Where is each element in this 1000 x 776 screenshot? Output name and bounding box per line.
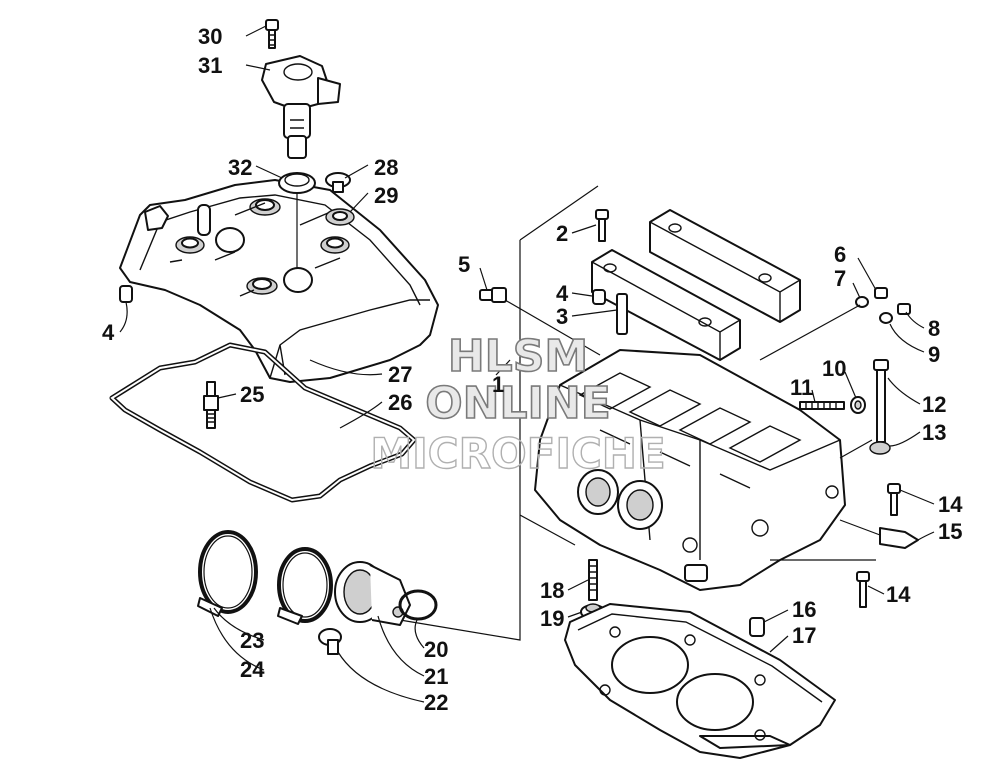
watermark-line3: MICROFICHE xyxy=(370,429,665,478)
boot-bolt xyxy=(318,628,342,655)
watermark-line1: HLSM xyxy=(448,331,588,382)
spark-plug xyxy=(203,381,219,429)
callout-11: 11 xyxy=(790,375,813,400)
callout-1: 1 xyxy=(492,372,504,397)
callout-32: 32 xyxy=(228,155,252,180)
callout-2: 2 xyxy=(556,221,568,246)
washer-7 xyxy=(855,296,869,308)
breather-fitting xyxy=(479,287,601,356)
cover-washer xyxy=(325,208,355,226)
watermark: HLSM ONLINE MICROFICHE xyxy=(370,330,667,479)
cylinder-head xyxy=(534,349,846,591)
callout-9: 9 xyxy=(928,342,940,367)
callout-4-center: 4 xyxy=(556,281,569,306)
callout-8: 8 xyxy=(928,316,940,341)
valve-cover xyxy=(119,179,439,383)
callout-18: 18 xyxy=(540,578,564,603)
callout-7: 7 xyxy=(834,266,846,291)
nut-10 xyxy=(850,396,866,414)
head-bolt xyxy=(873,359,889,443)
coil-bolt xyxy=(265,19,279,49)
dowel-pin xyxy=(119,285,133,303)
small-bolt-8 xyxy=(897,303,911,315)
group-bracket xyxy=(399,185,599,641)
callout-6: 6 xyxy=(834,242,846,267)
leader-lines xyxy=(119,25,935,703)
coil-seal xyxy=(278,172,316,268)
callout-4-left: 4 xyxy=(102,320,115,345)
callout-27: 27 xyxy=(388,362,412,387)
intake-clamp-23 xyxy=(277,547,333,625)
stud-11 xyxy=(799,401,845,410)
stud-18 xyxy=(588,559,598,601)
callout-10: 10 xyxy=(822,356,846,381)
callout-24: 24 xyxy=(240,657,265,682)
washer-9 xyxy=(879,312,893,324)
head-gasket xyxy=(564,603,836,759)
callout-16: 16 xyxy=(792,597,816,622)
callout-5: 5 xyxy=(458,252,470,277)
callout-22: 22 xyxy=(424,690,448,715)
head-bolt-washer xyxy=(869,441,891,455)
camshaft-caps xyxy=(591,209,801,361)
dowel-16 xyxy=(749,617,765,637)
ignition-coil xyxy=(261,55,341,159)
cam-dowel xyxy=(592,289,606,305)
callout-17: 17 xyxy=(792,623,816,648)
callout-28: 28 xyxy=(374,155,398,180)
callout-12: 12 xyxy=(922,392,946,417)
callout-20: 20 xyxy=(424,637,448,662)
cam-sleeve xyxy=(616,293,628,335)
callouts: 30 31 32 28 29 4 27 25 26 2 5 4 3 1 6 7 … xyxy=(102,24,963,715)
watermark-line2: ONLINE xyxy=(425,378,611,429)
callout-19: 19 xyxy=(540,606,564,631)
bracket-bolt-upper xyxy=(887,483,901,516)
callout-25: 25 xyxy=(240,382,264,407)
callout-31: 31 xyxy=(198,53,222,78)
callout-14-upper: 14 xyxy=(938,492,963,517)
callout-30: 30 xyxy=(198,24,222,49)
cam-cap-bolt xyxy=(595,209,609,242)
callout-13: 13 xyxy=(922,420,946,445)
intake-clamp-24 xyxy=(197,530,258,617)
bracket-15 xyxy=(879,527,919,549)
intake-boot xyxy=(334,561,411,626)
callout-29: 29 xyxy=(374,183,398,208)
cover-gasket xyxy=(109,342,417,503)
callout-21: 21 xyxy=(424,664,448,689)
callout-23: 23 xyxy=(240,628,264,653)
callout-26: 26 xyxy=(388,390,412,415)
bracket-bolt-lower xyxy=(856,571,870,608)
small-bolt-6 xyxy=(874,287,888,299)
callout-3: 3 xyxy=(556,304,568,329)
callout-14-lower: 14 xyxy=(886,582,911,607)
callout-15: 15 xyxy=(938,519,962,544)
cover-plug xyxy=(325,172,351,193)
